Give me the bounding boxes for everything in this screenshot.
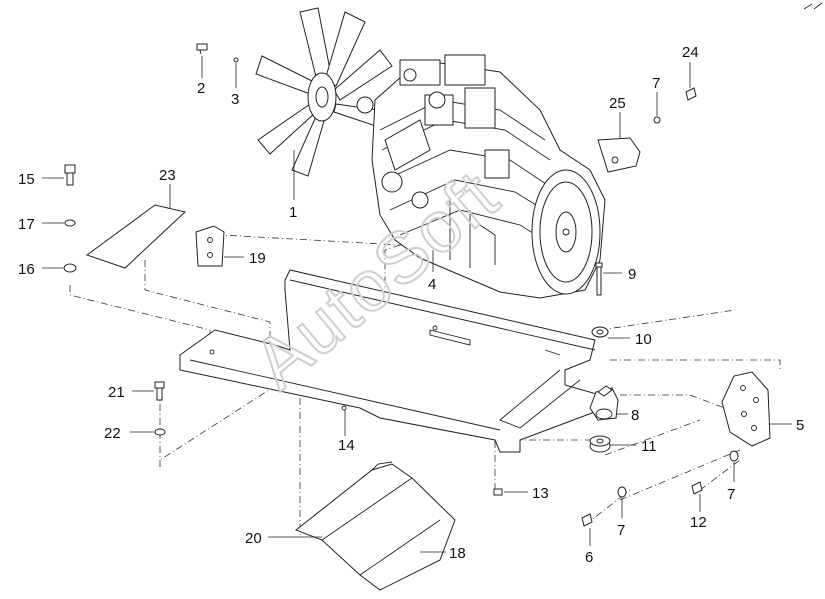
- callout-7-lower: 7: [617, 522, 625, 539]
- bolt-15: [42, 164, 76, 186]
- washer-7-top: [653, 92, 661, 124]
- callout-14: 14: [338, 437, 355, 454]
- washer-22: [130, 428, 166, 436]
- corner-mark: [803, 2, 823, 10]
- washer-16: [42, 263, 77, 273]
- bracket-5: [721, 371, 792, 447]
- callout-12: 12: [690, 514, 707, 531]
- callout-22: 22: [104, 425, 121, 442]
- leaders-1-4: [293, 150, 434, 272]
- callout-9: 9: [628, 266, 636, 283]
- plate-23: [85, 184, 187, 269]
- callout-8: 8: [631, 407, 639, 424]
- frame-14: [179, 269, 601, 453]
- callout-25: 25: [609, 95, 626, 112]
- washer-11: [589, 435, 636, 453]
- callout-13: 13: [532, 485, 549, 502]
- washer-10: [591, 326, 630, 339]
- callout-24: 24: [682, 44, 699, 61]
- washer-3: [233, 57, 239, 88]
- washer-17: [42, 219, 76, 227]
- callout-23: 23: [159, 167, 176, 184]
- callout-3: 3: [231, 91, 239, 108]
- cooling-fan: [255, 7, 393, 177]
- washer-7-right: [729, 450, 739, 482]
- callout-labels: 1 2 3 4 5 6 7 7 7 8 9 10 11 12 13 14 15 …: [18, 44, 804, 566]
- bolt-12: [691, 481, 703, 512]
- bracket-19: [195, 225, 244, 267]
- callout-7-right: 7: [727, 486, 735, 503]
- bolt-6: [581, 513, 593, 546]
- callout-17: 17: [18, 216, 35, 233]
- callout-6: 6: [585, 549, 593, 566]
- callout-18: 18: [449, 545, 466, 562]
- engine-assembly: [356, 54, 606, 299]
- washer-7-lower: [617, 486, 627, 518]
- bracket-25: [597, 112, 641, 173]
- bolt-2: [196, 43, 208, 78]
- callout-21: 21: [108, 384, 125, 401]
- callout-2: 2: [197, 80, 205, 97]
- bolt-24: [685, 62, 697, 101]
- bolt-21: [132, 381, 165, 401]
- engine-mount-8: [589, 385, 628, 421]
- callout-7-top: 7: [652, 75, 660, 92]
- callout-10: 10: [635, 331, 652, 348]
- nut-13: [493, 488, 528, 496]
- callout-19: 19: [249, 250, 266, 267]
- callout-20: 20: [245, 530, 262, 547]
- callout-4: 4: [428, 276, 436, 293]
- bolt-9: [595, 262, 622, 296]
- callout-16: 16: [18, 261, 35, 278]
- callout-15: 15: [18, 171, 35, 188]
- callout-5: 5: [796, 417, 804, 434]
- callout-11: 11: [641, 438, 657, 455]
- guard-18: [268, 461, 456, 591]
- callout-1: 1: [289, 204, 297, 221]
